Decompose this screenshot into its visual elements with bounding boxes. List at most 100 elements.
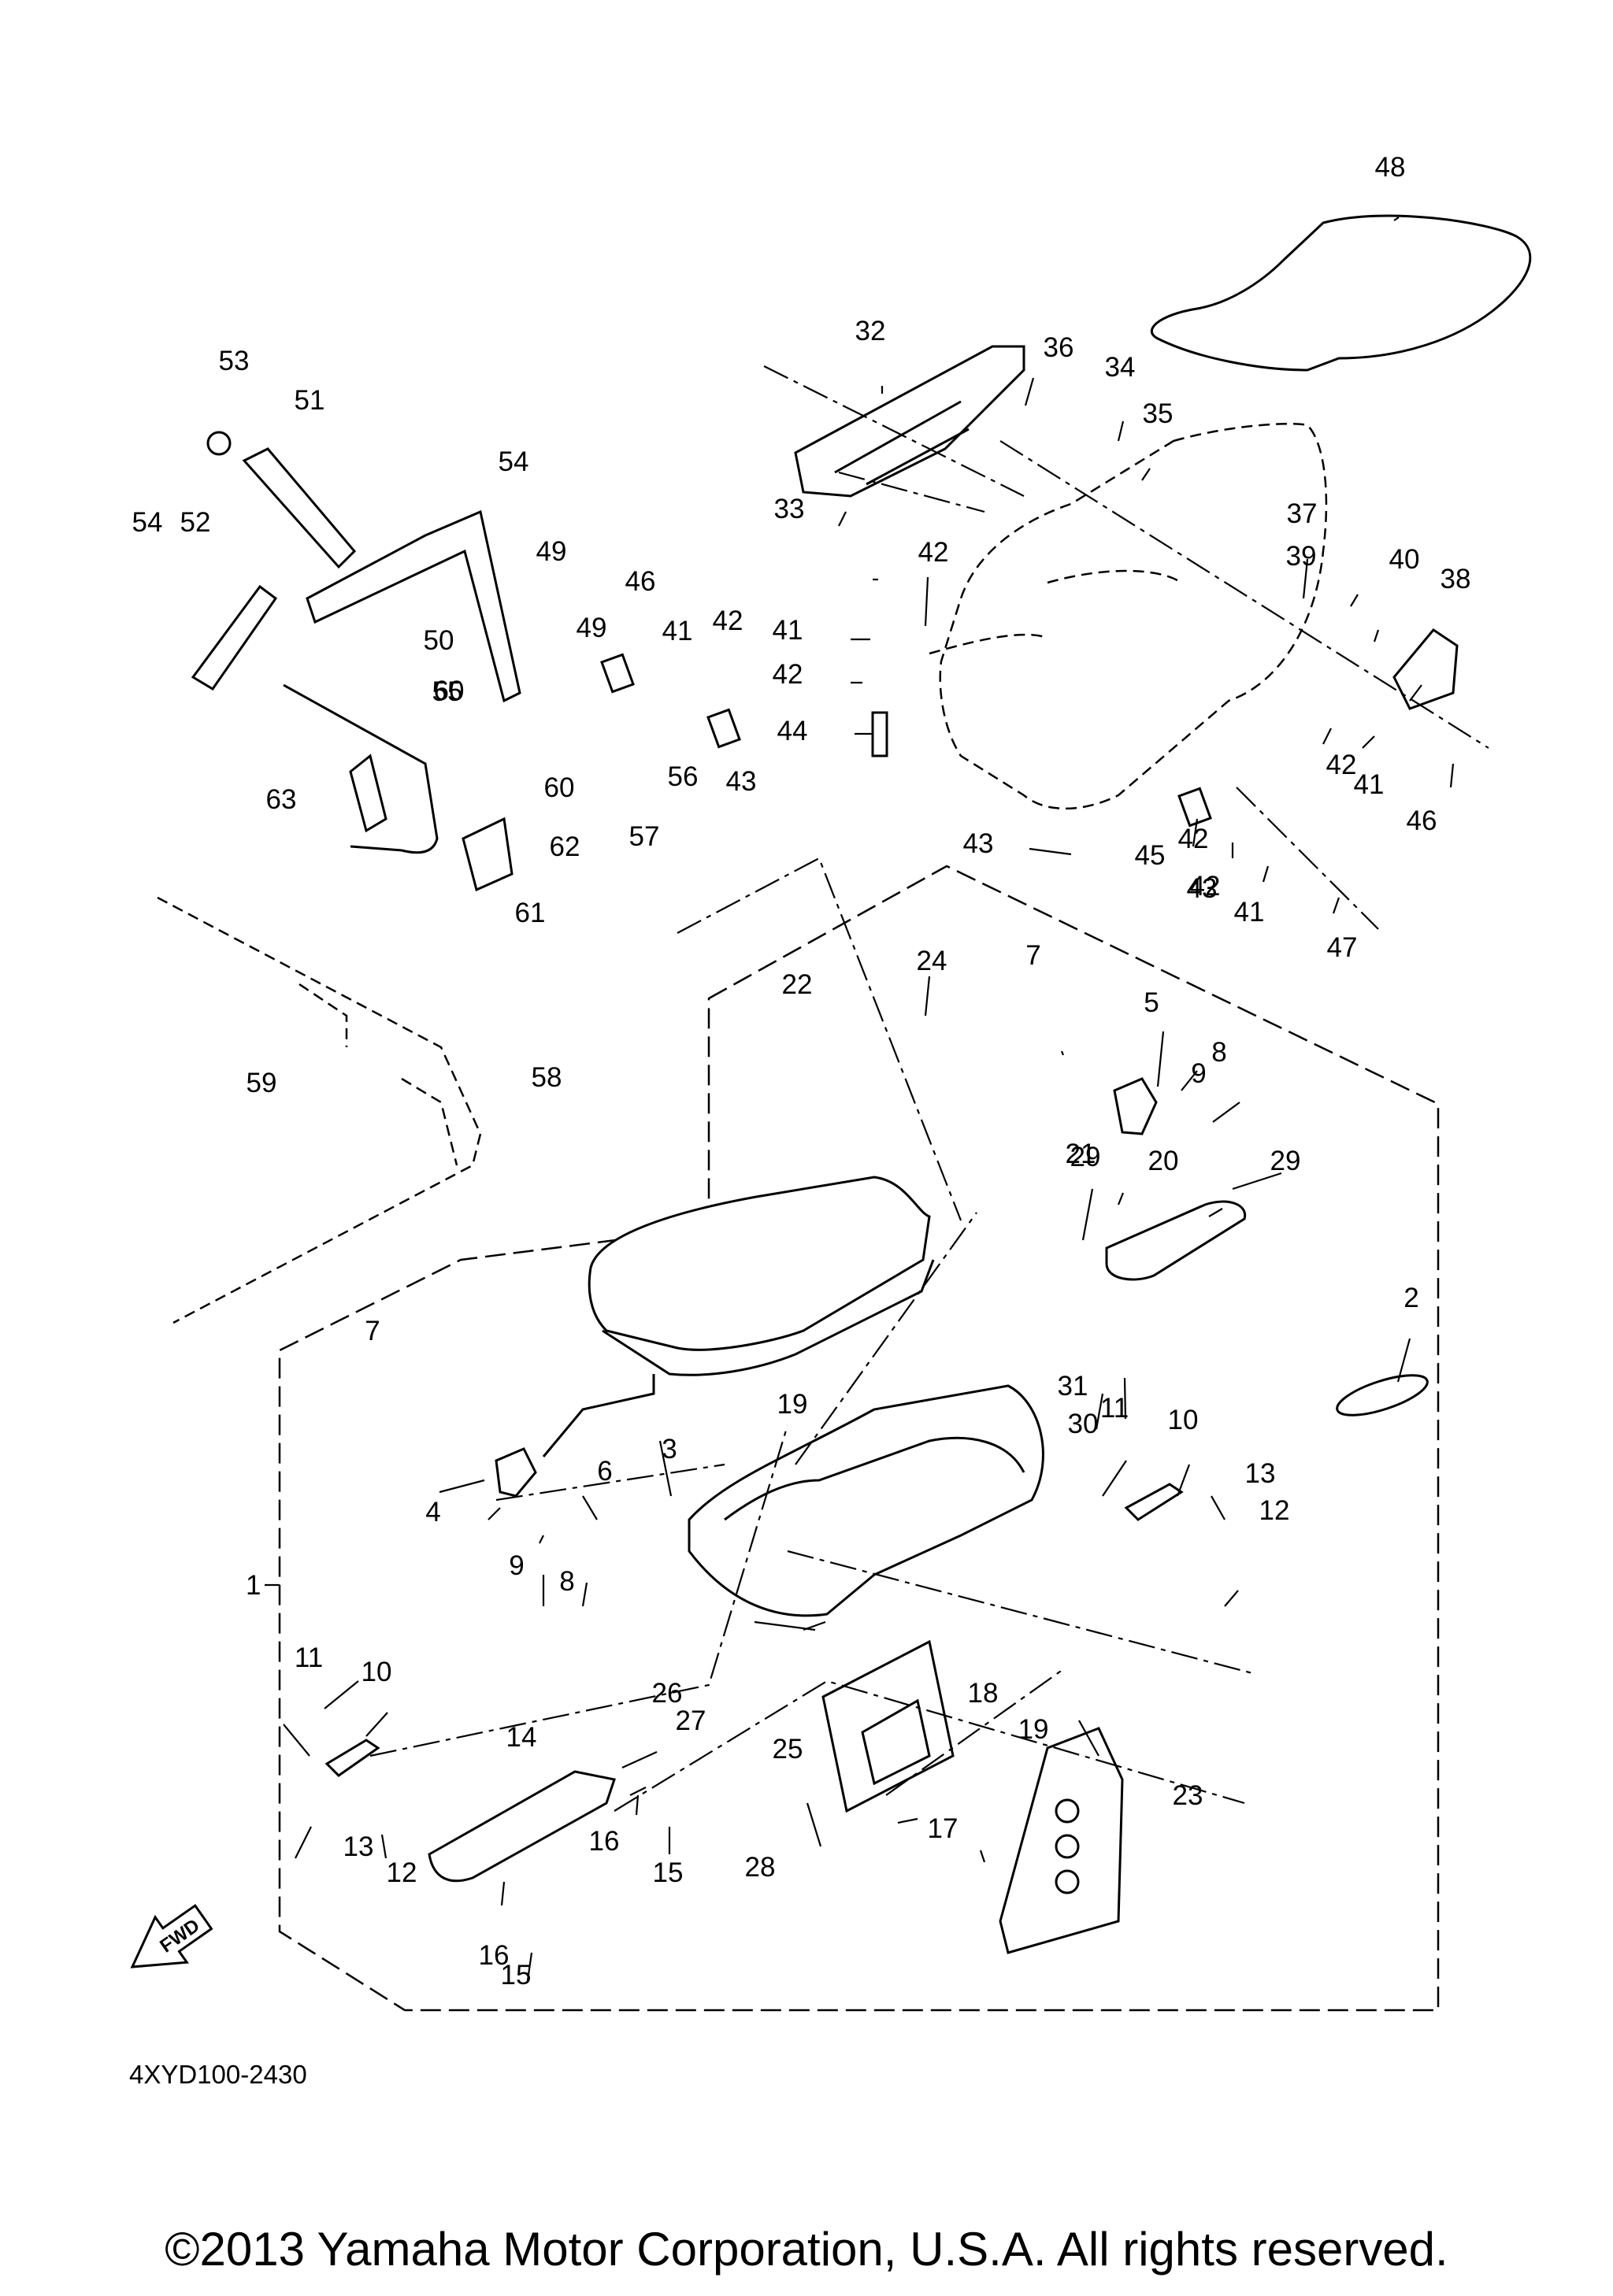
part-callout-label: 56 (668, 761, 699, 792)
lid-stay-wire (542, 1374, 655, 1457)
part-callout-label: 13 (1245, 1458, 1276, 1489)
part-callout-label: 53 (219, 346, 250, 376)
part-callout-label: 19 (1018, 1714, 1049, 1745)
part-callout-label: 24 (917, 946, 947, 976)
reflector (1336, 1374, 1429, 1416)
part-callout-label: 38 (1441, 564, 1471, 594)
part-callout-label: 4 (425, 1497, 440, 1528)
part-callout-label: 54 (132, 507, 163, 538)
part-callout-label: 10 (362, 1657, 392, 1687)
part-callout-label: 31 (1058, 1371, 1088, 1402)
part-callout-label: 7 (1025, 940, 1040, 971)
part-callout-label: 45 (1135, 840, 1166, 871)
part-callout-label: 5 (1144, 987, 1159, 1018)
part-callout-label: 30 (1068, 1409, 1099, 1439)
part-callout-label: 15 (501, 1960, 532, 1990)
hinge-plate-left (324, 1739, 380, 1777)
part-callout-label: 13 (343, 1831, 374, 1862)
side-cover (1392, 628, 1459, 710)
saddlebag-case (688, 1384, 1044, 1617)
part-callout-label: 12 (387, 1857, 417, 1888)
part-callout-label: 17 (928, 1813, 959, 1844)
bracket-hole (1055, 1869, 1080, 1894)
part-callout-label: 34 (1105, 352, 1136, 383)
saddlebag-lid (588, 1176, 931, 1351)
part-callout-label: 19 (777, 1389, 808, 1420)
support-stay (306, 509, 521, 703)
part-callout-label: 35 (1143, 398, 1174, 429)
rail-end-cap (462, 817, 514, 892)
rack-bracket-detail (834, 400, 970, 486)
part-callout-label: 14 (506, 1722, 537, 1753)
latch-right (1113, 1077, 1158, 1135)
part-callout-label: 20 (1148, 1146, 1179, 1176)
fwd-arrow-icon: FWD (130, 1904, 213, 1968)
part-callout-label: 8 (1211, 1037, 1226, 1068)
part-callout-label: 41 (662, 616, 693, 646)
part-callout-label: 36 (1044, 332, 1074, 363)
rear-fender-inner (929, 569, 1182, 655)
hinge-plate-right (1124, 1483, 1184, 1521)
bracket-hole (1055, 1834, 1080, 1859)
part-callout-label: 16 (479, 1940, 510, 1971)
part-callout-label: 21 (1066, 1139, 1096, 1169)
part-callout-label: 27 (676, 1705, 706, 1736)
collar-44 (600, 653, 635, 694)
inner-plate-window (861, 1698, 931, 1786)
part-callout-label: 9 (509, 1550, 524, 1581)
collar-43 (706, 708, 741, 749)
latch-left (495, 1447, 537, 1498)
side-stay (191, 584, 278, 691)
part-callout-label: 60 (434, 676, 465, 706)
part-callout-label: 18 (968, 1678, 999, 1709)
collar-43c (871, 711, 888, 757)
lower-hinge (428, 1770, 616, 1883)
part-callout-label: 33 (774, 494, 805, 524)
part-callout-label: 8 (559, 1566, 574, 1597)
part-drawings (157, 214, 1532, 2012)
part-callout-label: 29 (1070, 1142, 1101, 1172)
saddlebag-lid-gasket (602, 1259, 935, 1376)
part-callout-label: 9 (1191, 1058, 1206, 1089)
part-callout-label: 2 (1403, 1283, 1418, 1313)
part-callout-label: 52 (180, 507, 211, 538)
diagram-code: 4XYD100-2430 (129, 2060, 307, 2089)
part-callout-label: 42 (773, 659, 803, 690)
assembly-group-label: 1 (246, 1570, 261, 1601)
part-callout-label: 15 (653, 1857, 684, 1888)
grab-rail (283, 683, 439, 854)
part-callout-label: 42 (713, 605, 743, 636)
collar-43b (1177, 787, 1212, 828)
bracket-arm-collar (206, 431, 232, 456)
part-callout-label: 39 (1286, 541, 1317, 572)
frame-outline (157, 896, 482, 1324)
part-callout-label: 46 (625, 566, 656, 597)
part-callout-label: 61 (515, 898, 546, 928)
part-callout-label: 16 (589, 1826, 620, 1857)
part-callout-label: 54 (499, 446, 529, 477)
rack-bracket (794, 345, 1025, 498)
part-callout-label: 50 (424, 625, 454, 656)
part-callout-label: 44 (777, 716, 808, 746)
callout-labels: 2345677889910101111121213131415151616171… (132, 152, 1471, 1990)
part-callout-label: 43 (963, 828, 994, 859)
leader-lines (283, 217, 1455, 1981)
part-callout-label: 49 (577, 613, 607, 643)
part-callout-label: 43 (1187, 873, 1218, 904)
part-callout-label: 42 (918, 537, 949, 568)
part-callout-label: 3 (662, 1434, 677, 1465)
part-callout-label: 62 (550, 831, 580, 862)
part-callout-label: 11 (295, 1642, 323, 1673)
part-callout-label: 11 (1100, 1393, 1129, 1424)
part-callout-label: 51 (295, 385, 325, 416)
part-callout-label: 42 (1190, 871, 1221, 902)
bracket-hole (1055, 1798, 1080, 1824)
copyright-notice: ©2013 Yamaha Motor Corporation, U.S.A. A… (165, 2223, 1448, 2276)
bracket-arm (242, 447, 357, 569)
part-callout-label: 58 (532, 1062, 562, 1093)
part-callout-label: 59 (247, 1068, 277, 1098)
part-callout-label: 28 (745, 1852, 776, 1883)
part-callout-label: 63 (266, 784, 297, 815)
part-callout-label: 60 (544, 772, 575, 803)
